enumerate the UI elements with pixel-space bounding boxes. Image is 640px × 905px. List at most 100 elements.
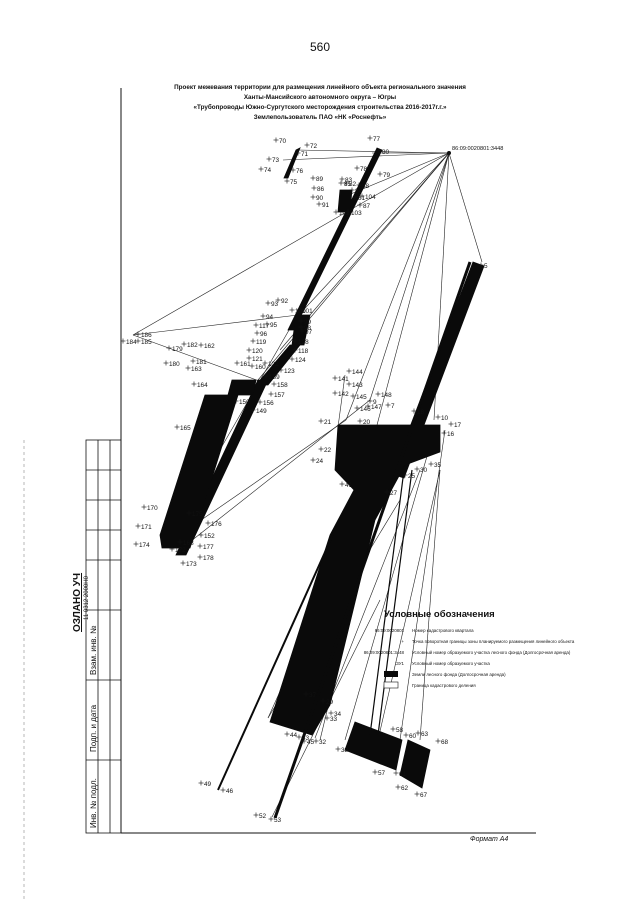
turning-point: 74 (258, 166, 272, 174)
turning-point-label: 148 (381, 392, 392, 399)
legend-swatch-boundary (383, 681, 399, 689)
turning-point: 53 (268, 816, 282, 824)
turning-point: 146 (354, 405, 371, 413)
turning-point: 185 (135, 338, 152, 346)
stamp-col-original-inv: Инв. № подл. (89, 778, 98, 828)
turning-point: 61 (393, 770, 407, 778)
legend-text-5: Земли лесного фонда (Долгосрочная аренда… (412, 672, 506, 677)
turning-point: 144 (346, 368, 363, 376)
turning-point: 41 (339, 481, 353, 489)
turning-point-label: 180 (169, 361, 180, 368)
turning-point: 148 (375, 391, 392, 399)
turning-point: 96 (254, 330, 268, 338)
turning-point: 37 (303, 691, 317, 699)
turning-point-label: 157 (274, 392, 285, 399)
turning-point-label: 175 (192, 511, 203, 518)
turning-point-label: 78 (360, 166, 368, 173)
turning-point: 178 (197, 554, 214, 562)
turning-point: 78 (354, 165, 368, 173)
header-line-1: Проект межевания территории для размещен… (174, 84, 466, 91)
turning-point: 150 (233, 398, 250, 406)
legend-text-3: Условный номер образуемого участка лесно… (412, 650, 571, 655)
turning-point-label: 79 (383, 172, 391, 179)
turning-point-label: 160 (255, 364, 266, 371)
turning-point: 73 (266, 156, 280, 164)
turning-point-label: 176 (211, 521, 222, 528)
turning-point: 30 (414, 466, 428, 474)
turning-point-label: 92 (281, 298, 289, 305)
turning-point: 35 (428, 461, 442, 469)
legend-swatch-forest (384, 671, 398, 677)
turning-point: 143 (346, 381, 363, 389)
turning-point-label: 165 (180, 425, 191, 432)
turning-point-label: 72 (310, 143, 318, 150)
turning-point-label: 61 (399, 771, 407, 778)
turning-point-label: 5 (484, 263, 488, 270)
format-label: Формат А4 (470, 836, 509, 843)
turning-point-label: 84 (355, 188, 363, 195)
turning-point: 93 (265, 300, 279, 308)
turning-point: 117 (253, 322, 270, 330)
legend-text-6: Граница кадастрового деления (412, 683, 476, 688)
turning-point-label: 44 (290, 732, 298, 739)
turning-point: 186 (135, 331, 152, 339)
turning-point-label: 102 (339, 210, 350, 217)
cadastral-reference-point (447, 151, 451, 155)
turning-point-label: 10 (441, 415, 449, 422)
header-line-2: Ханты-Мансийского автономного округа – Ю… (243, 94, 397, 101)
turning-point-label: 117 (259, 323, 270, 330)
turning-point: 100 (289, 307, 306, 315)
turning-point-label: 49 (204, 781, 212, 788)
turning-point: 102 (333, 209, 350, 217)
turning-point: 21 (318, 418, 332, 426)
turning-point: 149 (250, 407, 267, 415)
turning-point-label: 68 (441, 739, 449, 746)
turning-point-label: 41 (345, 482, 353, 489)
turning-point: 57 (372, 769, 386, 777)
turning-point-label: 83 (345, 177, 353, 184)
header-line-4: Землепользователь ПАО «НК «Роснефть» (253, 114, 387, 121)
turning-point-label: 91 (322, 202, 330, 209)
turning-point-label: 21 (324, 419, 332, 426)
turning-point: 7 (385, 402, 395, 410)
turning-point: 86 (311, 185, 325, 193)
turning-point: 68 (435, 738, 449, 746)
turning-point-label: 98 (304, 325, 312, 332)
turning-point-label: 123 (284, 368, 295, 375)
turning-point: 22 (318, 446, 332, 454)
turning-point: 60 (403, 732, 417, 740)
turning-point: 162 (198, 342, 215, 350)
turning-point: 156 (257, 399, 274, 407)
turning-point-label: 74 (264, 167, 272, 174)
turning-point: 159 (263, 373, 280, 381)
turning-point-label: 122 (268, 361, 279, 368)
turning-point-label: 9 (373, 399, 377, 406)
legend-text-1: Номер кадастрового квартала (412, 628, 474, 633)
turning-point: 67 (414, 791, 428, 799)
turning-point-label: 46 (226, 788, 234, 795)
turning-point-label: 85 (344, 181, 352, 188)
legend-row-6: Граница кадастрового деления (360, 683, 476, 688)
turning-point: 10 (435, 414, 449, 422)
turning-point: 20 (357, 418, 371, 426)
turning-point-label: 32 (319, 739, 327, 746)
turning-point: 80 (376, 148, 390, 156)
turning-point-label: 144 (352, 369, 363, 376)
turning-point-label: 37 (309, 692, 317, 699)
turning-point-label: 150 (239, 399, 250, 406)
turning-point: 52 (253, 812, 267, 820)
turning-point: 103 (345, 209, 362, 217)
stamp-table (85, 439, 122, 834)
turning-point: 94 (260, 313, 274, 321)
turning-point-label: 60 (409, 733, 417, 740)
turning-point: 124 (289, 356, 306, 364)
turning-point-label: 76 (296, 168, 304, 175)
turning-point: 104 (359, 193, 376, 201)
legend-text-2: Точка поворотная границы зоны планируемо… (412, 639, 575, 644)
turning-point-label: 152 (204, 533, 215, 540)
turning-point: 9 (367, 398, 377, 406)
turning-point-label: 67 (420, 792, 428, 799)
turning-point: 43 (296, 734, 310, 742)
turning-point: 70 (273, 137, 287, 145)
turning-point-label: 33 (330, 716, 338, 723)
